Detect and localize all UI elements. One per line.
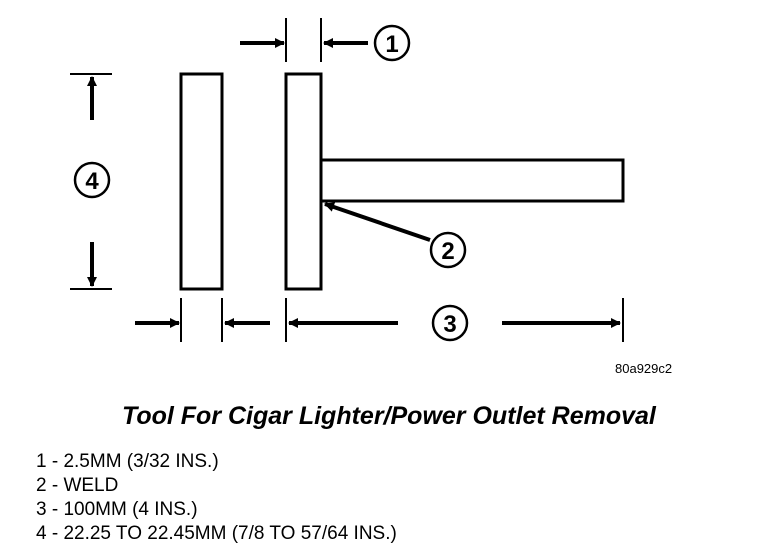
tool-diagram: 1 4 2 3 80a929c2 — [70, 18, 672, 376]
legend-item-2: 2 - WELD — [36, 475, 119, 496]
legend: 1 - 2.5MM (3/32 INS.) 2 - WELD 3 - 100MM… — [36, 450, 397, 546]
left-plate — [179, 72, 224, 291]
legend-item-1: 1 - 2.5MM (3/32 INS.) — [36, 451, 219, 472]
dimension-4: 4 — [70, 73, 112, 290]
callout-4-label: 4 — [85, 168, 99, 195]
callout-4-circle — [73, 161, 111, 199]
legend-item-3: 3 - 100MM (4 INS.) — [36, 499, 198, 520]
callout-2-circle — [429, 231, 467, 269]
right-plate — [284, 72, 323, 291]
figure-id: 80a929c2 — [615, 361, 672, 376]
figure-caption: Tool For Cigar Lighter/Power Outlet Remo… — [122, 402, 656, 430]
callout-1-label: 1 — [385, 31, 398, 58]
callout-2-label: 2 — [441, 238, 454, 265]
weld-leader-arrow — [324, 202, 431, 242]
callout-3-label: 3 — [443, 311, 456, 338]
dimension-1: 1 — [240, 18, 411, 62]
callout-3-circle — [431, 304, 469, 342]
dimension-3: 3 — [135, 298, 624, 342]
callout-1-circle — [373, 24, 411, 62]
handle-bar — [319, 158, 625, 203]
callout-2: 2 — [324, 202, 467, 269]
legend-item-4: 4 - 22.25 TO 22.45MM (7/8 TO 57/64 INS.) — [36, 523, 397, 544]
